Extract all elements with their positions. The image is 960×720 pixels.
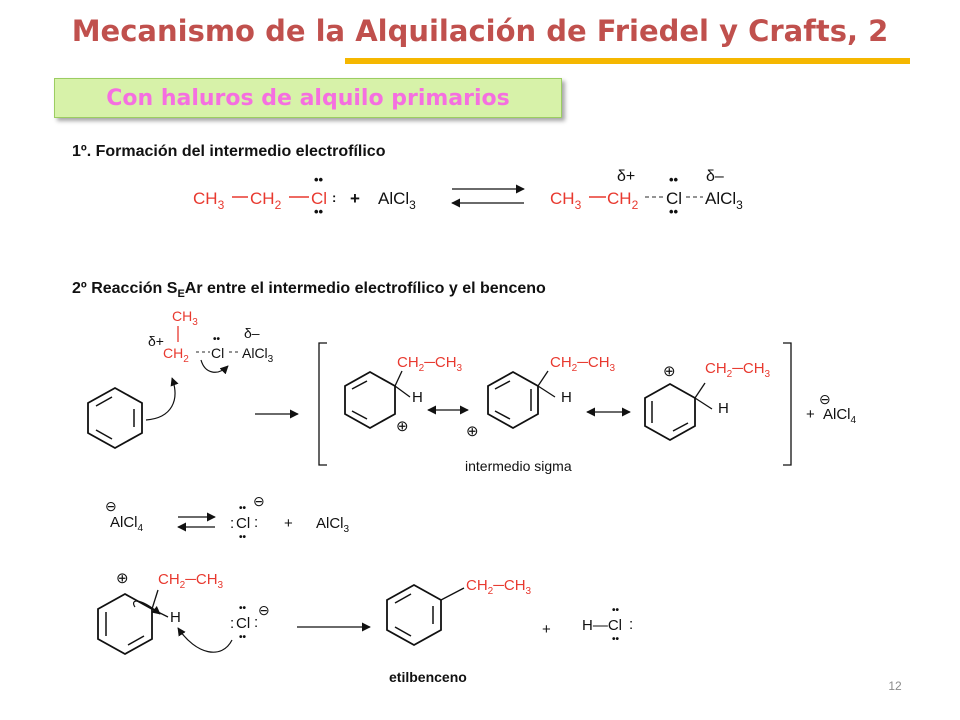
svg-text:CH2: CH2 <box>250 189 282 212</box>
svg-text:CH2: CH2 <box>607 189 639 212</box>
svg-text:••: •• <box>612 634 620 645</box>
svg-text:••: •• <box>314 172 324 187</box>
product-label: etilbenceno <box>389 669 467 685</box>
svg-text:H: H <box>561 389 572 406</box>
svg-text:δ+: δ+ <box>148 333 164 349</box>
svg-text::: : <box>230 515 234 532</box>
svg-text:H: H <box>412 389 423 406</box>
svg-text::: : <box>629 616 633 633</box>
benzene-reactant <box>87 377 179 450</box>
subtitle-box: Con haluros de alquilo primarios <box>54 78 562 118</box>
svg-text:δ–: δ– <box>706 168 724 185</box>
hydrogen-chloride: H—Cl •• •• : <box>582 605 633 645</box>
svg-text:δ+: δ+ <box>617 168 635 185</box>
svg-text:AlCl4: AlCl4 <box>110 514 144 534</box>
svg-text:CH2─CH3: CH2─CH3 <box>397 354 463 374</box>
svg-text:⊕: ⊕ <box>466 423 479 440</box>
electrophilic-complex: δ+ δ– CH3 CH2 Cl •• •• AlCl3 <box>550 168 743 219</box>
svg-text:H—Cl: H—Cl <box>582 617 622 634</box>
equilibrium-arrows-step1 <box>451 184 525 208</box>
svg-text::: : <box>230 615 234 632</box>
counter-ion: + ⊖ AlCl4 <box>806 391 857 426</box>
svg-text:Cl: Cl <box>236 515 250 532</box>
svg-text:⊕: ⊕ <box>663 363 676 380</box>
svg-text:AlCl3: AlCl3 <box>316 515 350 535</box>
ethylbenzene-product: CH2─CH3 <box>386 577 532 647</box>
slide-title: Mecanismo de la Alquilación de Friedel y… <box>71 14 889 48</box>
svg-text:Cl: Cl <box>666 189 682 208</box>
svg-text:CH2─CH3: CH2─CH3 <box>466 577 532 597</box>
step3-equilibrium: ⊖ AlCl4 : Cl •• •• : ⊖ + AlCl3 <box>105 493 350 543</box>
svg-text:CH2─CH3: CH2─CH3 <box>550 354 616 374</box>
svg-text:⊕: ⊕ <box>396 418 409 435</box>
svg-text:+: + <box>284 515 293 532</box>
svg-text:CH3: CH3 <box>550 189 582 212</box>
svg-text:CH3: CH3 <box>193 189 225 212</box>
svg-text:Cl: Cl <box>236 615 250 632</box>
svg-text:δ–: δ– <box>244 325 260 341</box>
subtitle-text: Con haluros de alquilo primarios <box>106 85 510 111</box>
svg-text:••: •• <box>239 532 247 543</box>
sigma-complex-3: CH2─CH3 ⊕ H <box>644 360 771 442</box>
svg-text:CH3: CH3 <box>172 308 198 328</box>
svg-text:CH2─CH3: CH2─CH3 <box>705 360 771 380</box>
svg-text:+: + <box>806 406 815 423</box>
svg-text:••: •• <box>239 603 247 614</box>
svg-text:AlCl3: AlCl3 <box>242 345 274 365</box>
svg-text::: : <box>254 614 258 631</box>
bracket-right <box>783 342 792 466</box>
svg-text:⊖: ⊖ <box>105 498 117 514</box>
svg-text:CH2─CH3: CH2─CH3 <box>158 571 224 591</box>
step1-plus: + <box>350 189 360 208</box>
svg-text:••: •• <box>239 632 247 643</box>
svg-text:••: •• <box>239 503 247 514</box>
svg-text:AlCl3: AlCl3 <box>705 189 743 212</box>
svg-text:⊖: ⊖ <box>819 391 831 407</box>
svg-text:••: •• <box>213 334 221 345</box>
svg-text:••: •• <box>669 172 679 187</box>
svg-text::: : <box>254 514 258 531</box>
ethyl-chloride: CH3 CH2 Cl •• •• : <box>193 172 336 219</box>
svg-text:⊖: ⊖ <box>253 493 265 509</box>
step1-heading: 1º. Formación del intermedio electrofíli… <box>72 143 386 160</box>
resonance-label: intermedio sigma <box>465 458 572 474</box>
page-number: 12 <box>888 679 902 693</box>
svg-text:H: H <box>170 609 181 626</box>
bracket-left <box>318 342 327 466</box>
sigma-complex-1: CH2─CH3 H ⊕ <box>344 354 463 435</box>
svg-text:••: •• <box>669 204 679 219</box>
step4-plus: + <box>542 621 551 638</box>
step2-heading: 2º Reacción SEAr entre el intermedio ele… <box>72 280 546 300</box>
svg-text:Cl: Cl <box>311 189 327 208</box>
svg-text:••: •• <box>314 204 324 219</box>
svg-text:AlCl4: AlCl4 <box>823 406 857 426</box>
lewis-acid: AlCl3 <box>378 189 416 212</box>
svg-text:CH2: CH2 <box>163 345 189 365</box>
svg-text:Cl: Cl <box>211 345 224 361</box>
step2-electrophile: CH3 δ+ δ– CH2 Cl •• AlCl3 <box>148 308 274 375</box>
svg-text::: : <box>332 190 336 205</box>
sigma-complex-2: CH2─CH3 H <box>487 354 616 430</box>
title-underline <box>345 58 910 64</box>
svg-text:••: •• <box>612 605 620 616</box>
svg-text:H: H <box>718 400 729 417</box>
step4-sigma-complex: CH2─CH3 ⊕ H : Cl •• •• : ⊖ <box>97 570 270 656</box>
svg-text:⊖: ⊖ <box>258 602 270 618</box>
svg-text:⊕: ⊕ <box>116 570 129 587</box>
